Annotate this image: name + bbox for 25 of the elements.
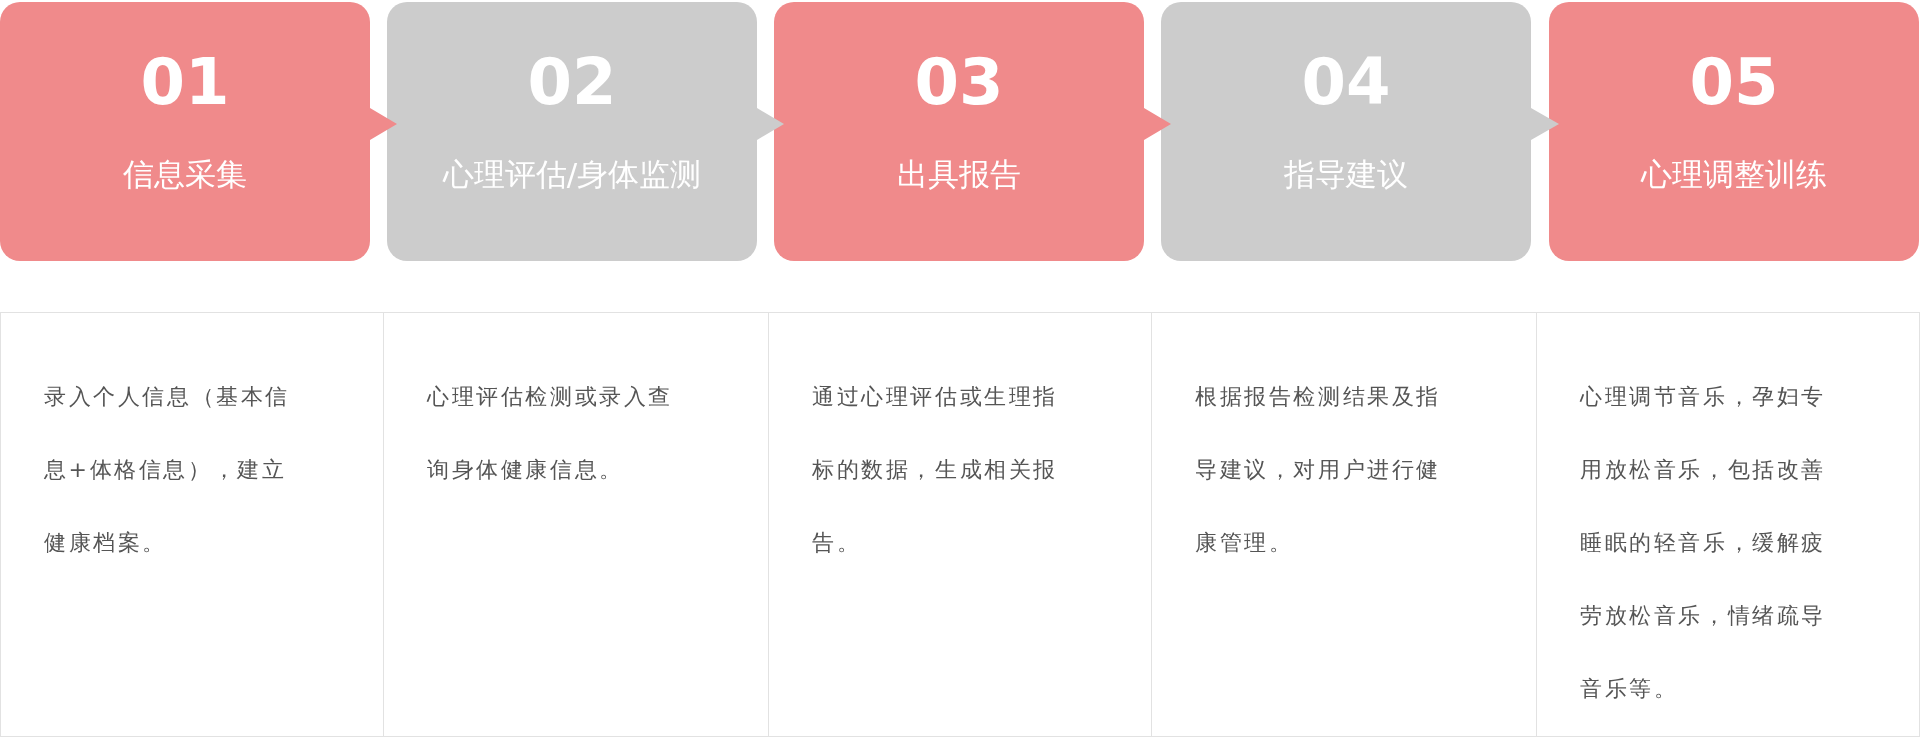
pointer-arrow [757, 108, 784, 140]
step-number: 05 [1689, 50, 1779, 114]
step-box [1549, 2, 1919, 261]
step-number: 03 [914, 50, 1004, 114]
step-box [387, 2, 757, 261]
pointer-arrow [1531, 108, 1559, 140]
description-text: 通过心理评估或生理指标的数据，生成相关报告。 [812, 383, 1059, 557]
table-cell [1536, 312, 1920, 737]
step-title: 信息采集 [123, 156, 247, 194]
step-box [1161, 2, 1531, 261]
table-cell [383, 312, 769, 737]
step-title: 心理调整训练 [1641, 156, 1827, 194]
table-cell [0, 312, 384, 737]
table-cell [1151, 312, 1537, 737]
step-box [0, 2, 370, 261]
step-number: 01 [140, 50, 230, 114]
table-cell [768, 312, 1152, 737]
step-title: 出具报告 [897, 156, 1021, 194]
pointer-arrow [1144, 108, 1171, 140]
description-text: 心理评估检测或录入查询身体健康信息。 [427, 383, 674, 484]
description-text: 录入个人信息（基本信息+体格信息），建立健康档案。 [44, 383, 291, 557]
pointer-arrow [370, 108, 397, 140]
description-text: 心理调节音乐，孕妇专用放松音乐，包括改善睡眠的轻音乐，缓解疲劳放松音乐，情绪疏导音乐等。 [1580, 383, 1827, 703]
description-text: 根据报告检测结果及指导建议，对用户进行健康管理。 [1195, 383, 1442, 557]
step-box [774, 2, 1144, 261]
